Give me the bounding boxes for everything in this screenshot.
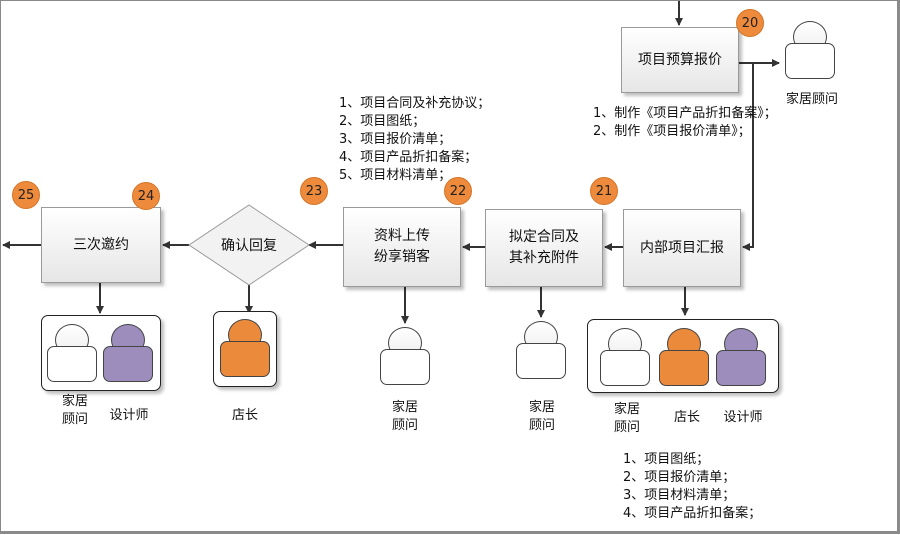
manager-avatar-confirm — [220, 319, 272, 377]
designer-label-report: 设计师 — [723, 410, 763, 425]
designer-label-invite: 设计师 — [109, 408, 149, 423]
step-badge-24: 24 — [132, 182, 160, 210]
advisor-label-upload: 家居 顾问 — [391, 400, 418, 433]
advisor-label-invite: 家居 顾问 — [61, 394, 88, 427]
advisor-avatar-budget — [785, 21, 837, 79]
advisor-label-budget: 家居顾问 — [785, 92, 838, 107]
upload-doc-1: 1、项目合同及补充协议； — [339, 96, 491, 111]
upload-doc-2: 2、项目图纸； — [339, 114, 426, 129]
report-doc-4: 4、项目产品折扣备案； — [623, 506, 762, 521]
advisor-avatar-report — [600, 328, 652, 386]
manager-label-report: 店长 — [673, 410, 700, 425]
designer-avatar-report — [716, 328, 768, 386]
step-internal-report: 内部项目汇报 — [623, 209, 741, 287]
step-badge-21: 21 — [590, 177, 618, 205]
report-doc-1: 1、项目图纸； — [623, 452, 710, 467]
upload-doc-list: 1、项目合同及补充协议； 2、项目图纸； 3、项目报价清单； 4、项目产品折扣备… — [339, 95, 490, 185]
decision-diamond — [188, 204, 310, 286]
step-draft-contract: 拟定合同及 其补充附件 — [485, 209, 603, 287]
report-doc-2: 2、项目报价清单； — [623, 470, 736, 485]
advisor-avatar-upload — [380, 327, 432, 385]
manager-avatar-report — [659, 328, 711, 386]
advisor-avatar-invite — [47, 324, 99, 382]
step-third-invite: 三次邀约 — [41, 207, 161, 283]
step-badge-20: 20 — [736, 9, 764, 37]
report-doc-list: 1、项目图纸； 2、项目报价清单； 3、项目材料清单； 4、项目产品折扣备案； — [623, 451, 761, 523]
advisor-label-contract: 家居 顾问 — [528, 400, 555, 433]
step-budget-quote: 项目预算报价 — [621, 27, 739, 93]
budget-task-2: 2、制作《项目报价清单》； — [593, 124, 751, 139]
step-badge-22: 22 — [444, 177, 472, 205]
step-badge-23: 23 — [300, 177, 328, 205]
budget-task-list: 1、制作《项目产品折扣备案》； 2、制作《项目报价清单》； — [593, 105, 777, 141]
upload-doc-3: 3、项目报价清单； — [339, 132, 452, 147]
designer-avatar-invite — [103, 324, 155, 382]
upload-doc-5: 5、项目材料清单； — [339, 168, 452, 183]
step-upload-data: 资料上传 纷享销客 — [343, 207, 461, 287]
report-doc-3: 3、项目材料清单； — [623, 488, 736, 503]
budget-task-1: 1、制作《项目产品折扣备案》； — [593, 106, 777, 121]
manager-label-confirm: 店长 — [231, 408, 258, 423]
arrow-budget-report — [739, 62, 754, 251]
advisor-avatar-contract — [516, 321, 568, 379]
advisor-label-report: 家居 顾问 — [613, 402, 640, 435]
decision-label: 确认回复 — [221, 238, 277, 254]
upload-doc-4: 4、项目产品折扣备案； — [339, 150, 478, 165]
step-badge-25: 25 — [12, 181, 40, 209]
